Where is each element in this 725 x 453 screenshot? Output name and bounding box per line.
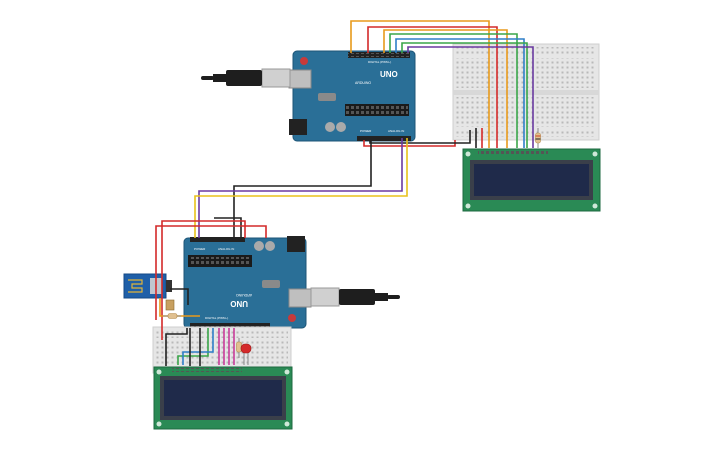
wires-link (155, 138, 408, 322)
resistor-icon (236, 338, 242, 358)
wire-green2-top (401, 42, 528, 64)
breadboard-top (452, 43, 600, 141)
wire-red-link (161, 220, 246, 322)
resistor-icon (163, 313, 181, 319)
wire-esp-black (170, 288, 189, 305)
resistor-icon (535, 128, 541, 148)
wire-black-power-top (369, 130, 471, 144)
board-bottom-brand: ARDUINO (236, 293, 252, 297)
usb-cable-icon (310, 287, 400, 307)
board-top-power-label: POWER (360, 129, 372, 133)
lcd-top (462, 148, 601, 212)
wire-blue-bottom (182, 328, 214, 365)
wire-green-top (389, 33, 518, 64)
wire-esp-orange (159, 298, 200, 317)
usb-cable-icon (201, 68, 291, 88)
board-top-digital-label: DIGITAL (PWM~) (368, 60, 391, 64)
breadboard-bottom (152, 326, 292, 374)
board-top-analog-label: ANALOG IN (388, 129, 404, 133)
wire-black-link (233, 138, 372, 238)
lcd-bottom (153, 366, 293, 430)
board-top-brand: ARDUINO (355, 81, 371, 85)
wires-top (350, 20, 534, 148)
arduino-uno-top: UNO ARDUINO DIGITAL (PWM~) POWER ANALOG … (288, 50, 416, 142)
wires-bottom (159, 288, 235, 366)
wire-purple-link (198, 138, 403, 238)
board-top-logo: UNO (380, 70, 398, 79)
wire-black-bottom (165, 328, 188, 366)
board-bottom-digital-label: DIGITAL (PWM~) (205, 316, 228, 320)
board-bottom-analog-label: ANALOG IN (218, 247, 234, 251)
wire-red-top (367, 26, 498, 64)
wire-blue-top (395, 38, 525, 64)
wire-yellow-link (194, 138, 408, 238)
wire-green-bottom (177, 328, 209, 365)
arduino-uno-bottom: UNO ARDUINO DIGITAL (PWM~) POWER ANALOG … (183, 236, 312, 329)
esp8266-module-icon (123, 273, 172, 299)
potentiometer-icon (165, 299, 175, 311)
board-bottom-logo: UNO (230, 299, 248, 308)
wire-black-link2 (214, 217, 242, 238)
led-icon (240, 343, 252, 365)
wire-red-link2 (155, 225, 267, 320)
wire-purple-top (407, 46, 534, 148)
board-bottom-power-label: POWER (194, 247, 206, 251)
